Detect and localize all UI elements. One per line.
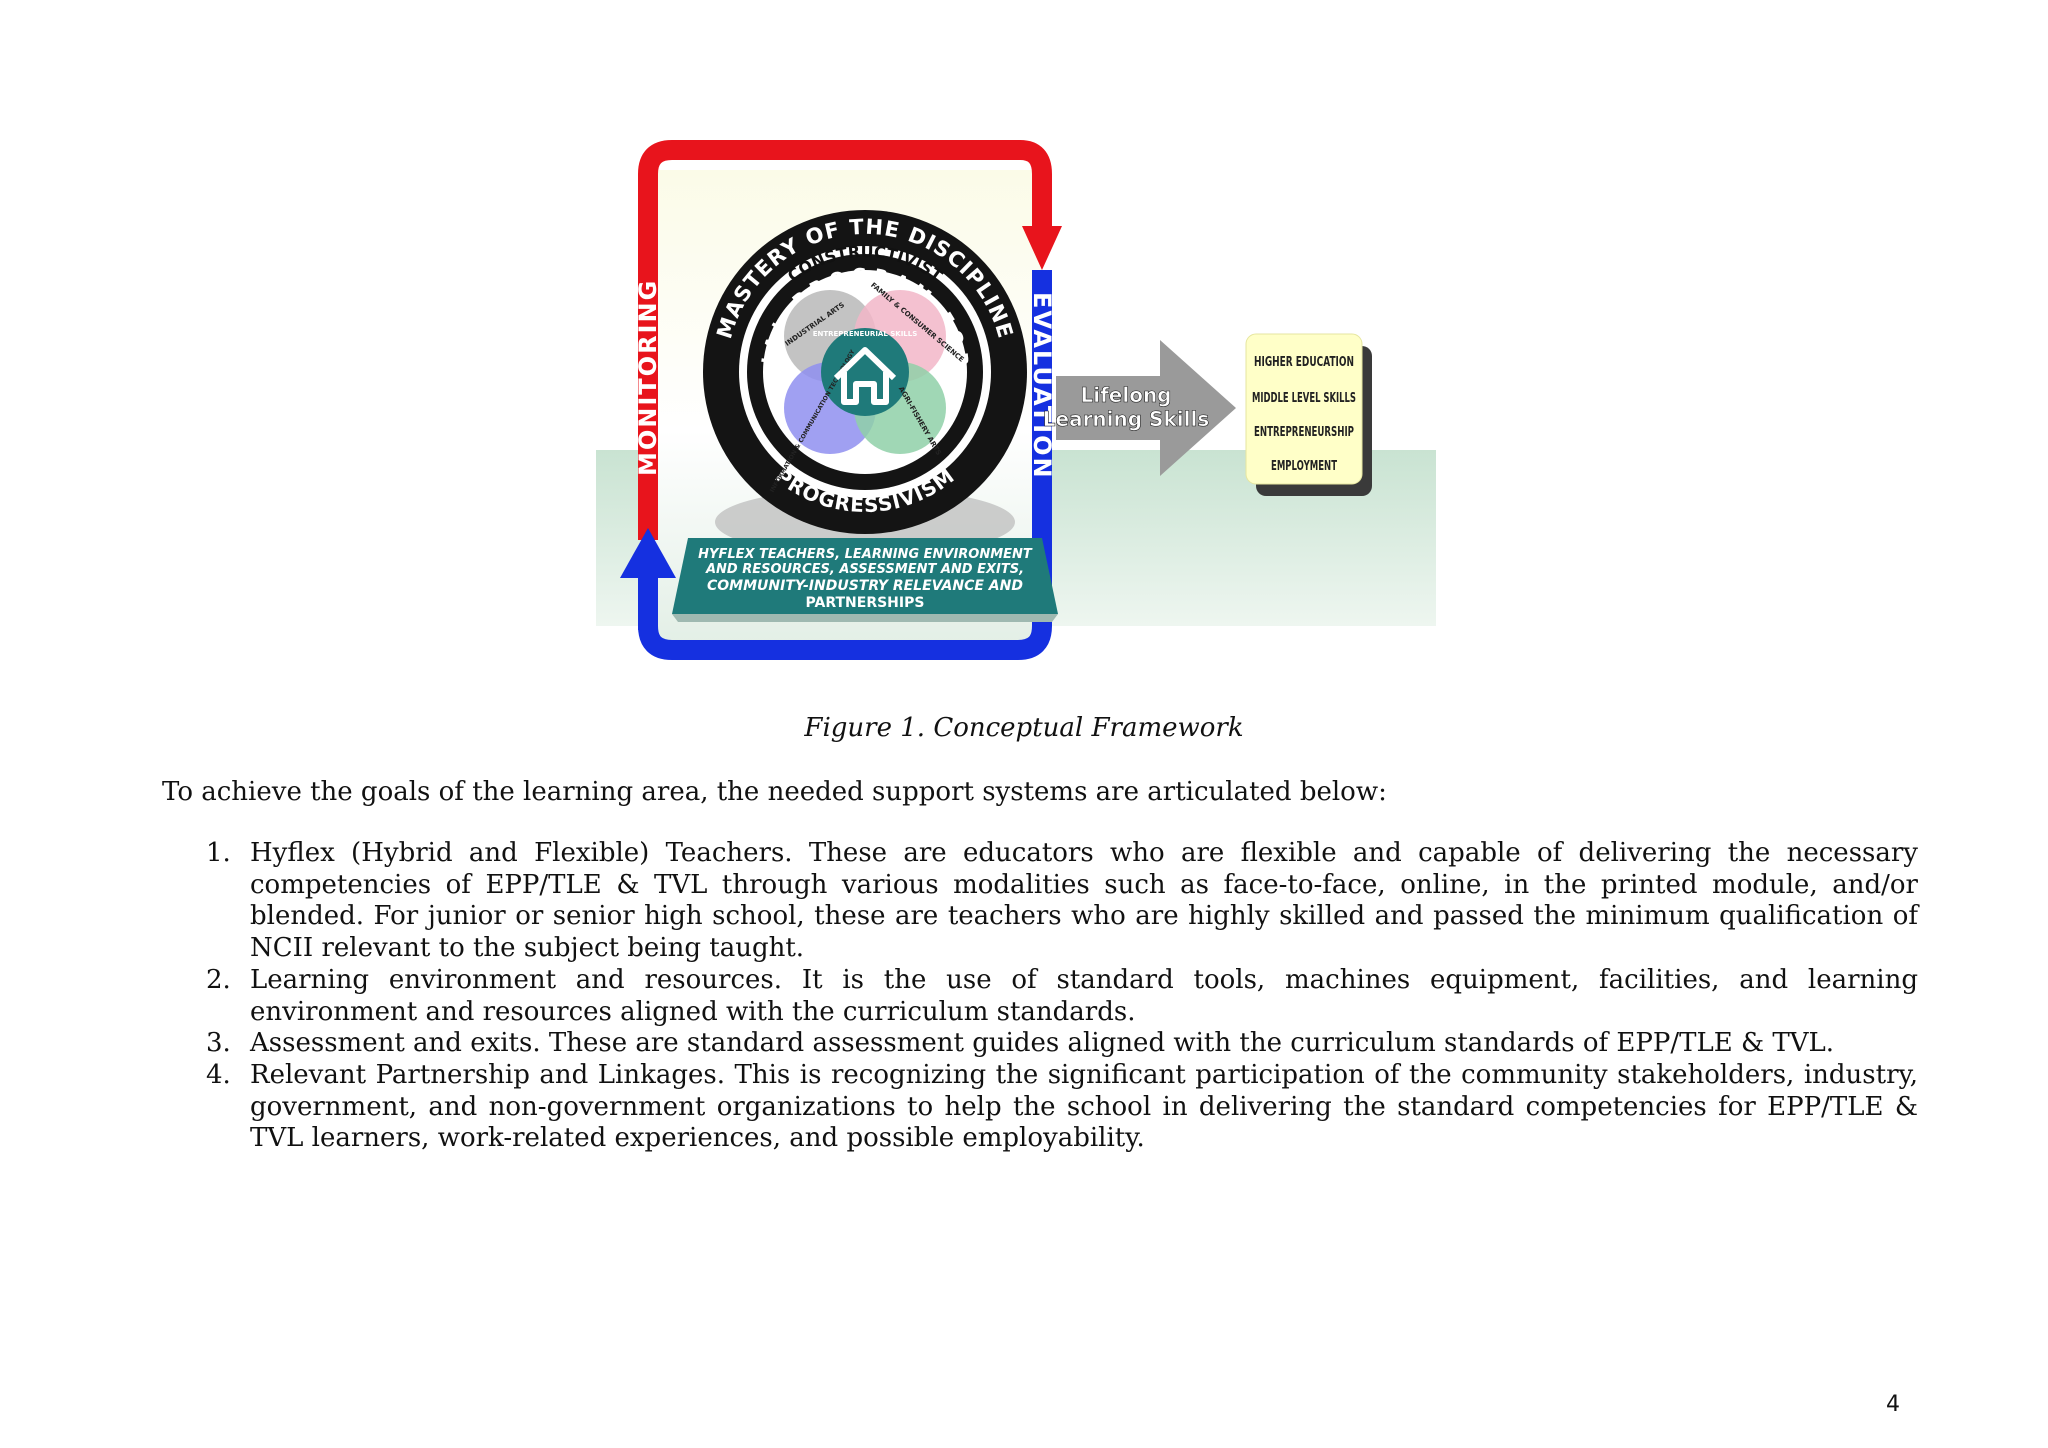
list-number: 2.	[206, 964, 231, 995]
intro-paragraph: To achieve the goals of the learning are…	[162, 777, 1387, 807]
support-base	[672, 538, 1058, 614]
list-item: 3. Assessment and exits. These are standa…	[162, 1028, 1918, 1060]
lifelong-arrow	[1056, 340, 1236, 476]
list-text: Assessment and exits. These are standard…	[250, 1028, 1835, 1059]
outcome-1: HIGHER EDUCATION	[1254, 355, 1354, 370]
house-icon	[833, 347, 897, 405]
outcome-4: EMPLOYMENT	[1271, 459, 1337, 474]
arrow-label-line-2: Learning Skills	[1043, 407, 1209, 431]
monitoring-label: MONITORING	[634, 279, 662, 476]
label-entrepreneurial: ENTREPRENEURIAL SKILLS	[813, 330, 918, 338]
list-text: Learning environment and resources. It i…	[250, 964, 1918, 1027]
list-item: 2. Learning environment and resources. It…	[162, 965, 1918, 1028]
outcome-3: ENTREPRENEURSHIP	[1254, 425, 1354, 440]
list-number: 3.	[206, 1028, 231, 1059]
base-line-1: HYFLEX TEACHERS, LEARNING ENVIRONMENT	[698, 547, 1033, 562]
evaluation-arrow	[638, 270, 1052, 660]
figure-caption: Figure 1. Conceptual Framework	[804, 713, 1244, 743]
base-line-2: AND RESOURCES, ASSESSMENT AND EXITS,	[705, 562, 1024, 577]
outcomes-box	[1245, 333, 1363, 485]
conceptual-framework-figure: MONITORING EVALUATION MASTERY OF THE DIS…	[590, 140, 1436, 660]
page-number: 4	[1886, 1392, 1900, 1417]
center-circle	[821, 328, 909, 416]
outcome-2: MIDDLE LEVEL SKILLS	[1252, 391, 1356, 406]
arrow-label-line-1: Lifelong	[1080, 383, 1171, 407]
list-text: Relevant Partnership and Linkages. This …	[250, 1059, 1918, 1154]
monitoring-arrow	[638, 140, 1052, 540]
evaluation-label: EVALUATION	[1028, 292, 1056, 480]
list-item: 4. Relevant Partnership and Linkages. Thi…	[162, 1060, 1918, 1155]
evaluation-arrowhead-down	[1022, 226, 1062, 270]
list-text: Hyflex (Hybrid and Flexible) Teachers. T…	[250, 838, 1918, 964]
base-line-3: COMMUNITY-INDUSTRY RELEVANCE AND	[707, 578, 1023, 594]
monitoring-arrowhead-up	[620, 528, 676, 578]
list-item: 1. Hyflex (Hybrid and Flexible) Teachers.…	[162, 838, 1918, 965]
list-number: 4.	[206, 1059, 231, 1090]
list-number: 1.	[206, 838, 231, 868]
base-line-4: PARTNERSHIPS	[806, 595, 925, 611]
support-systems-list: 1. Hyflex (Hybrid and Flexible) Teachers.…	[162, 838, 1918, 1155]
